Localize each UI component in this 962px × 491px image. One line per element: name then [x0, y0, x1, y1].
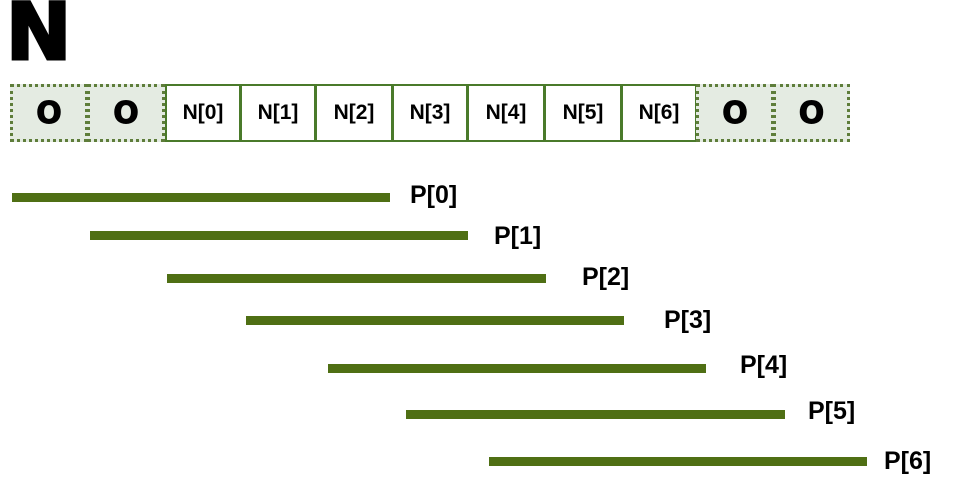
partial-label-1: P[1] — [494, 222, 542, 250]
partial-bar-5 — [406, 410, 785, 419]
partial-bar-1 — [90, 231, 468, 240]
data-cell-label: N[4] — [485, 101, 527, 124]
data-cell-label: N[3] — [409, 101, 451, 124]
partial-label-4: P[4] — [740, 351, 788, 379]
partial-label-0: P[0] — [410, 181, 458, 209]
data-cell-0: N[0] — [165, 84, 241, 142]
data-cell-label: N[2] — [333, 101, 375, 124]
pad-cell-2: O — [696, 84, 774, 142]
partial-bar-2 — [167, 274, 546, 283]
data-cell-label: N[6] — [638, 101, 680, 124]
pad-cell-1: O — [87, 84, 165, 142]
data-cell-1: N[1] — [240, 84, 316, 142]
partial-label-3: P[3] — [664, 306, 712, 334]
data-cell-label: N[1] — [257, 101, 299, 124]
partial-bar-4 — [328, 364, 706, 373]
pad-cell-label: O — [113, 95, 139, 131]
partial-bar-0 — [12, 193, 390, 202]
data-cell-2: N[2] — [315, 84, 393, 142]
pad-cell-label: O — [36, 95, 62, 131]
pad-cell-0: O — [10, 84, 88, 142]
partial-label-5: P[5] — [808, 397, 856, 425]
pad-cell-label: O — [798, 95, 825, 131]
partial-bar-6 — [489, 457, 867, 466]
data-cell-label: N[5] — [562, 101, 604, 124]
data-cell-label: N[0] — [182, 101, 224, 124]
partial-label-6: P[6] — [884, 447, 932, 475]
partial-label-2: P[2] — [582, 263, 630, 291]
array-title: N — [4, 0, 72, 78]
data-cell-6: N[6] — [621, 84, 697, 142]
pad-cell-label: O — [722, 95, 748, 131]
pad-cell-3: O — [773, 84, 850, 142]
array-row: O O N[0] N[1] N[2] N[3] N[4] N[5] N[6] O… — [10, 84, 850, 142]
data-cell-4: N[4] — [467, 84, 545, 142]
partial-bar-3 — [246, 316, 624, 325]
data-cell-5: N[5] — [544, 84, 622, 142]
data-cell-3: N[3] — [392, 84, 468, 142]
